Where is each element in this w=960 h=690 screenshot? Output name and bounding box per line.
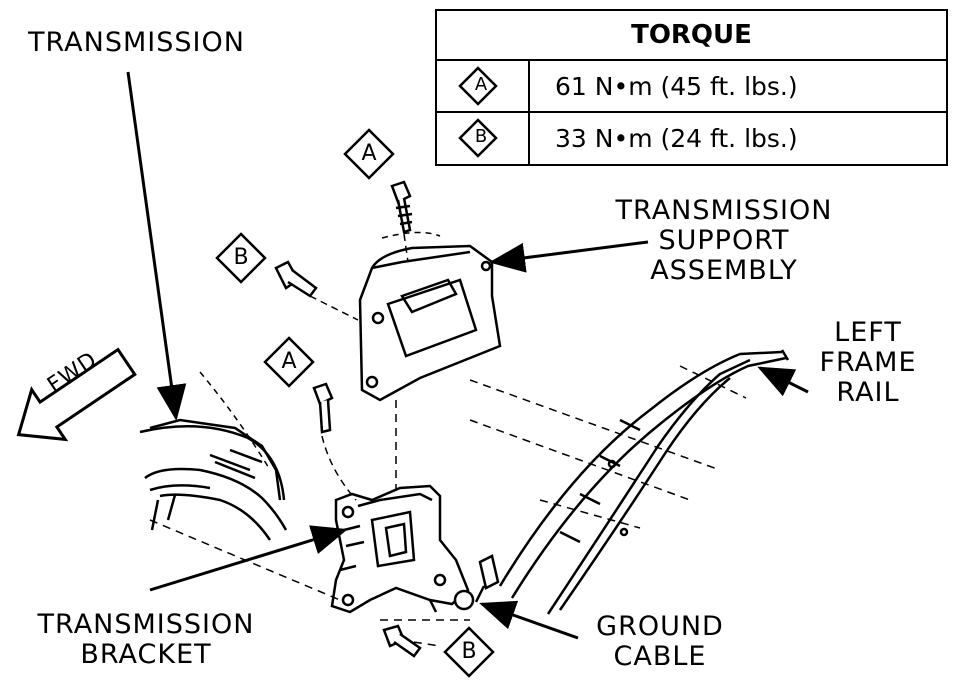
frame-rail-leader — [757, 366, 809, 397]
torque-value: 33 N•m (24 ft. lbs.) — [555, 124, 798, 153]
ground-bolt — [453, 554, 500, 611]
frame-rail-label: LEFT FRAME RAIL — [819, 317, 917, 408]
support-assembly-label: TRANSMISSION SUPPORT ASSEMBLY — [615, 195, 833, 286]
torque-row: B 33 N•m (24 ft. lbs.) — [437, 113, 946, 165]
table-diamond-a — [458, 66, 498, 106]
ground-cable-label: GROUND CABLE — [596, 611, 724, 672]
diamond-a-mid — [263, 336, 315, 388]
bolt-a-top — [390, 180, 413, 234]
support-leader — [489, 240, 649, 273]
transmission-leader — [126, 71, 187, 421]
marker-b-bottom: B — [461, 639, 477, 664]
ground-cable-leader — [479, 600, 579, 640]
marker-b-left: B — [233, 245, 249, 270]
marker-a-mid: A — [281, 349, 297, 374]
transmission-label: TRANSMISSION — [28, 27, 245, 58]
table-diamond-b — [458, 118, 498, 158]
transmission-bracket — [330, 484, 470, 614]
torque-table: TORQUE A 61 N•m (45 ft. lbs.) B 33 N•m (… — [435, 9, 948, 166]
torque-value: 61 N•m (45 ft. lbs.) — [555, 72, 798, 101]
torque-row: A 61 N•m (45 ft. lbs.) — [437, 61, 946, 113]
frame-rail — [498, 349, 790, 615]
marker-a-top: A — [361, 141, 377, 166]
diamond-b-left — [215, 232, 267, 284]
fwd-arrow — [16, 347, 137, 442]
support-assembly — [358, 231, 502, 402]
torque-symbol: A — [474, 74, 488, 95]
transmission-housing — [139, 371, 288, 541]
bolt-b-bottom — [382, 624, 422, 658]
torque-header: TORQUE — [437, 11, 946, 61]
bracket-leader — [149, 525, 348, 592]
torque-symbol: B — [474, 126, 488, 147]
bolt-a-mid — [312, 382, 334, 434]
bracket-label: TRANSMISSION BRACKET — [37, 609, 255, 670]
diamond-a-top — [343, 128, 395, 180]
diamond-b-bottom — [443, 626, 495, 678]
bolt-b-left — [274, 260, 318, 298]
